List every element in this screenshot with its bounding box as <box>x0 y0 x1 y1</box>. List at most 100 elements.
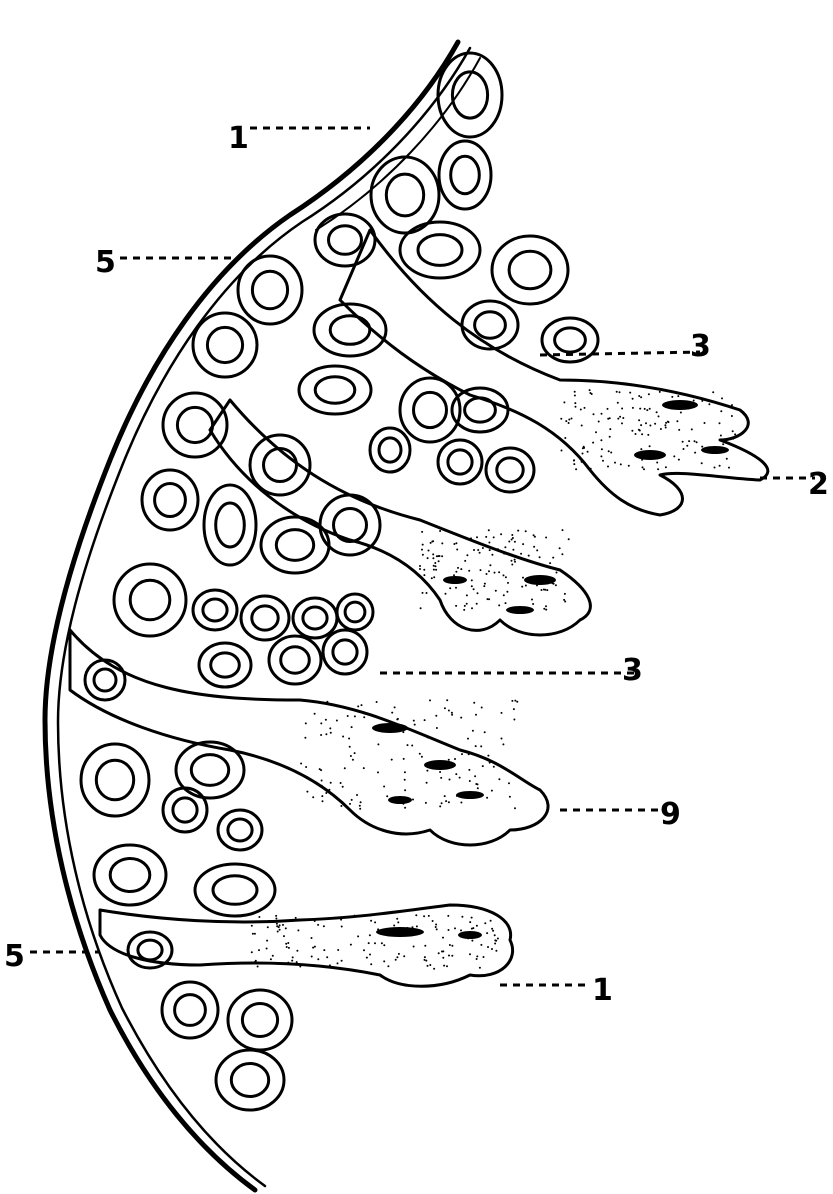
stipple-dot <box>377 743 379 745</box>
branch-nuclei <box>372 400 729 939</box>
stipple-dot <box>326 701 328 703</box>
stipple-dot <box>559 547 561 549</box>
cell-outline <box>299 366 371 414</box>
stipple-dot <box>383 944 385 946</box>
stipple-dot <box>471 940 473 942</box>
stipple-dot <box>560 418 562 420</box>
stipple-dot <box>489 549 491 551</box>
stipple-dot <box>321 785 323 787</box>
stipple-dot <box>676 420 678 422</box>
stipple-dot <box>511 534 513 536</box>
stipple-dot <box>255 960 257 962</box>
stipple-dot <box>352 759 354 761</box>
stipple-dot <box>638 429 640 431</box>
stipple-dot <box>476 955 478 957</box>
cell-nucleus <box>345 602 365 622</box>
stipple-dot <box>424 959 426 961</box>
stipple-dot <box>564 601 566 603</box>
stipple-dot <box>337 962 339 964</box>
cell-nucleus <box>138 940 162 960</box>
cell-outline <box>370 428 410 472</box>
stipple-dot <box>493 536 495 538</box>
stipple-dot <box>412 799 414 801</box>
stipple-dot <box>381 727 383 729</box>
cell-outline <box>218 810 262 850</box>
stipple-dot <box>545 605 547 607</box>
stipple-dot <box>491 928 493 930</box>
cell-nucleus <box>333 640 357 664</box>
stipple-dot <box>330 732 332 734</box>
stipple-dot <box>480 944 482 946</box>
stipple-dot <box>601 448 603 450</box>
stipple-dot <box>436 727 438 729</box>
stipple-dot <box>678 401 680 403</box>
stipple-dot <box>441 555 443 557</box>
cell-outline <box>195 864 275 916</box>
stipple-dot <box>711 401 713 403</box>
stipple-dot <box>460 568 462 570</box>
stipple-dot <box>485 536 487 538</box>
stipple-dot <box>509 796 511 798</box>
stipple-dot <box>448 955 450 957</box>
stipple-dot <box>507 582 509 584</box>
stipple-dot <box>570 448 572 450</box>
stipple-dot <box>268 920 270 922</box>
stipple-dot <box>497 548 499 550</box>
stipple-dot <box>720 410 722 412</box>
stipple-dot <box>490 920 492 922</box>
stipple-dot <box>448 759 450 761</box>
stipple-dot <box>394 800 396 802</box>
stipple-dot <box>631 430 633 432</box>
stipple-dot <box>498 778 500 780</box>
stipple-dot <box>336 720 338 722</box>
stipple-dot <box>635 433 637 435</box>
stipple-dot <box>445 800 447 802</box>
cell-outline <box>486 448 534 492</box>
stipple-dot <box>354 915 356 917</box>
stipple-dot <box>419 565 421 567</box>
stipple-dot <box>622 417 624 419</box>
stipple-dot <box>495 950 497 952</box>
stipple-dot <box>441 802 443 804</box>
stipple-dot <box>561 553 563 555</box>
stipple-dot <box>483 585 485 587</box>
stipple-dot <box>722 443 724 445</box>
stipple-dot <box>512 549 514 551</box>
cell-nucleus <box>177 407 212 442</box>
stipple-dot <box>428 915 430 917</box>
stipple-dot <box>350 755 352 757</box>
stipple-dot <box>254 933 256 935</box>
cell-nucleus <box>242 1004 277 1037</box>
stipple-dot <box>439 771 441 773</box>
stipple-dot <box>400 724 402 726</box>
stipple-dot <box>427 557 429 559</box>
stipple-dot <box>521 586 523 588</box>
stipple-dot <box>251 951 253 953</box>
stipple-dot <box>648 393 650 395</box>
cell-outline <box>216 1050 284 1110</box>
cell-outline <box>85 660 125 700</box>
stipple-dot <box>511 539 513 541</box>
cell-nucleus <box>329 226 362 255</box>
stipple-dot <box>734 433 736 435</box>
cell-outline <box>337 594 373 630</box>
stipple-dot <box>374 942 376 944</box>
stipple-dot <box>495 590 497 592</box>
stipple-dot <box>486 797 488 799</box>
pointer-lines <box>30 128 815 985</box>
stipple-dot <box>445 593 447 595</box>
stipple-dot <box>419 753 421 755</box>
stipple-dot <box>494 943 496 945</box>
stipple-dot <box>330 782 332 784</box>
stipple-dot <box>489 564 491 566</box>
stipple-dot <box>312 796 314 798</box>
stipple-dot <box>701 446 703 448</box>
stipple-dot <box>383 960 385 962</box>
stipple-dot <box>423 915 425 917</box>
stipple-dot <box>600 455 602 457</box>
stipple-dot <box>574 395 576 397</box>
cell-outline <box>269 636 321 684</box>
stipple-dot <box>513 719 515 721</box>
stipple-dot <box>494 934 496 936</box>
stipple-dot <box>319 768 321 770</box>
